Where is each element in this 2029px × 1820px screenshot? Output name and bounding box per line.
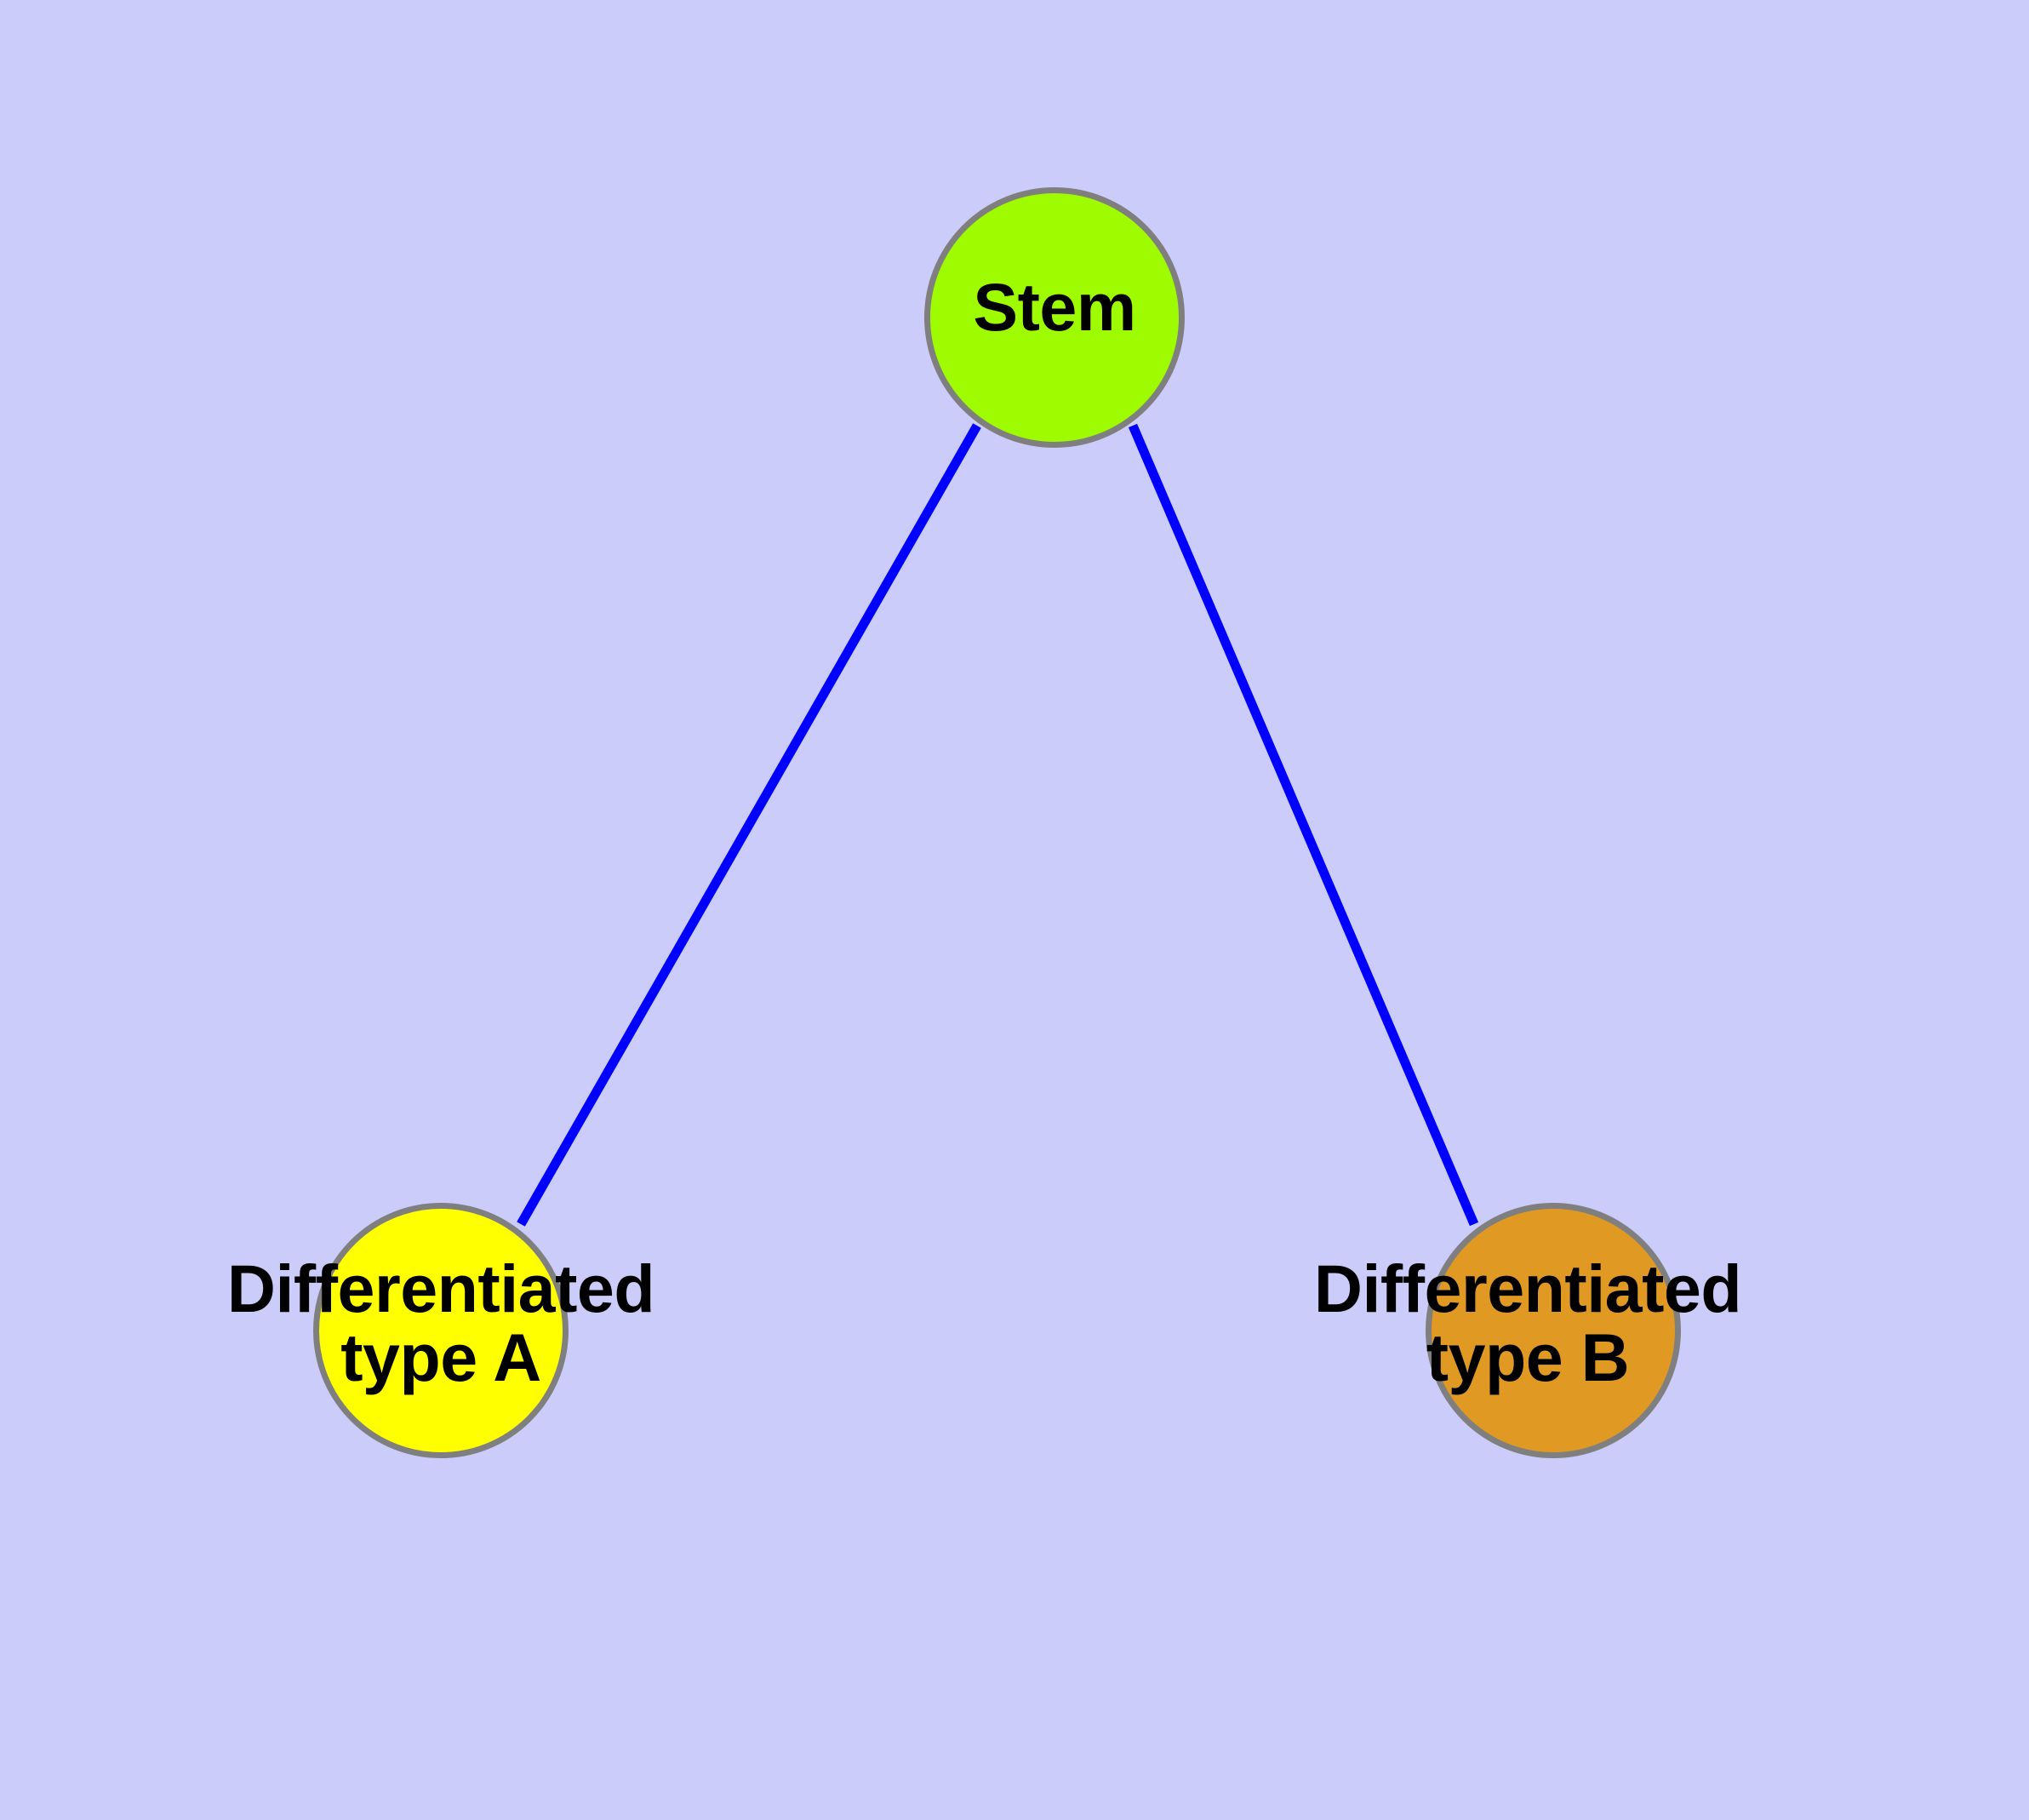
edge-stem-to-differentiated-type-a bbox=[517, 423, 981, 1227]
node-differentiated-type-b[interactable] bbox=[1426, 1203, 1681, 1458]
node-stem[interactable] bbox=[924, 187, 1185, 448]
node-differentiated-type-a[interactable] bbox=[313, 1203, 569, 1458]
edge-stem-to-differentiated-type-b bbox=[1128, 423, 1479, 1227]
